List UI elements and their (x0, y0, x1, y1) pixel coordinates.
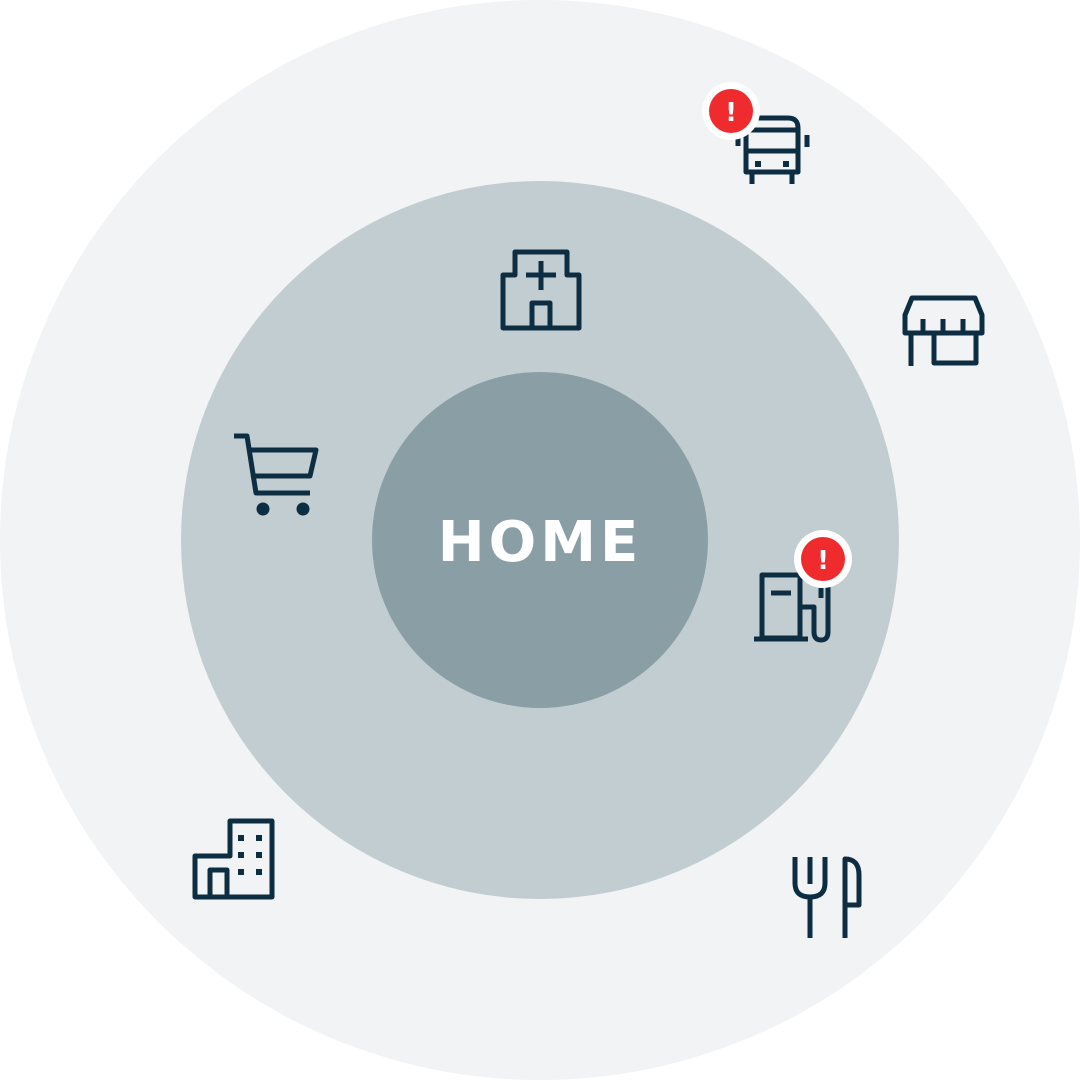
store-icon (902, 295, 985, 366)
inner-circle (372, 372, 708, 708)
home-label: HOME (438, 510, 642, 575)
gas-station-icon (754, 572, 831, 643)
hospital-icon (500, 249, 582, 331)
restaurant-icon (792, 856, 862, 938)
shopping-cart-icon (234, 433, 319, 516)
bus-alert-badge: ! (702, 82, 760, 140)
gas-station-alert-badge: ! (794, 530, 852, 588)
alert-exclamation: ! (725, 98, 737, 128)
alert-exclamation: ! (817, 546, 829, 576)
office-building-icon (192, 818, 275, 900)
